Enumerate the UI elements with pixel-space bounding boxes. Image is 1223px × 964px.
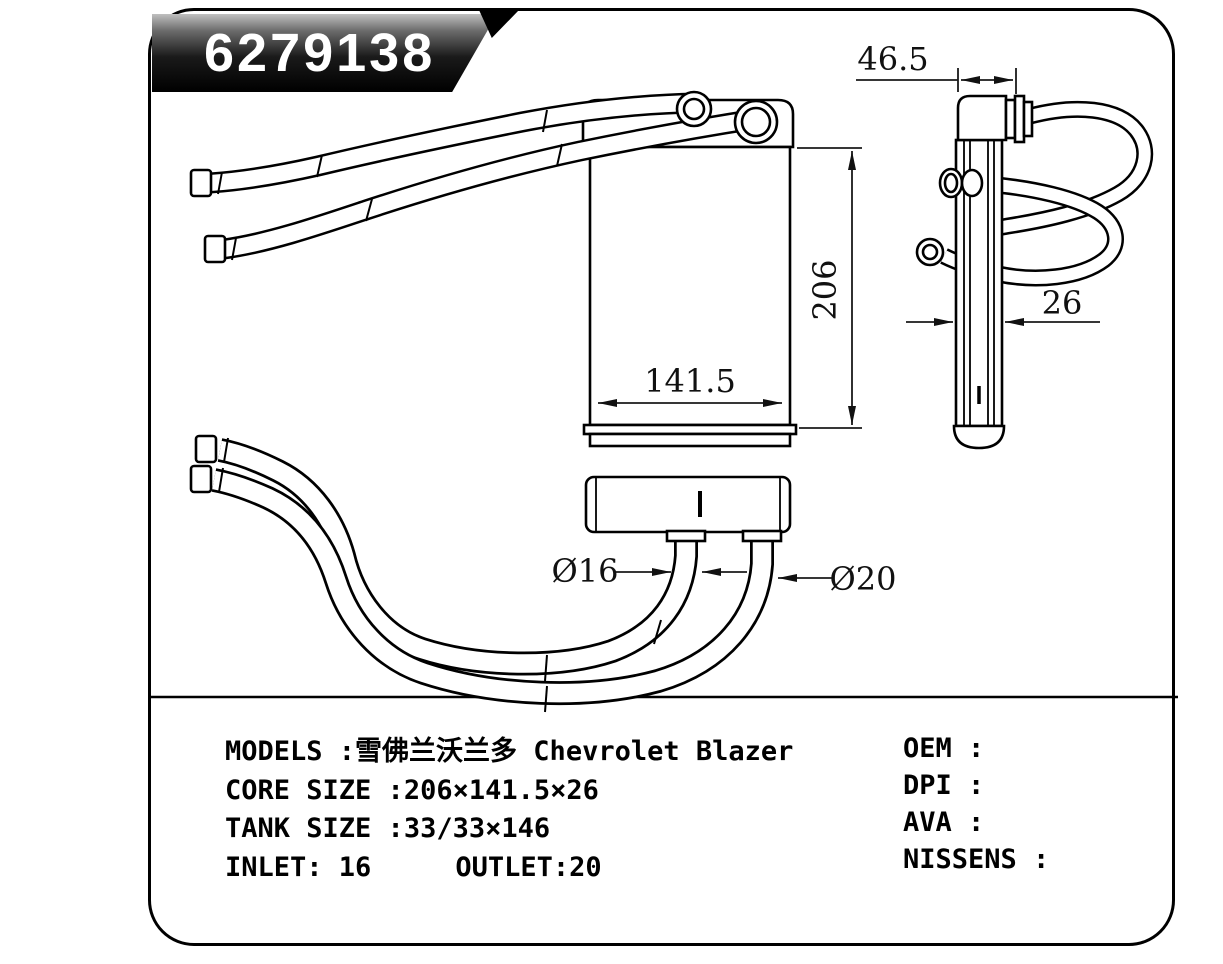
spec-row-inlet-outlet: INLET: 16 OUTLET:20 (225, 849, 793, 888)
pipe-end-cap (189, 464, 213, 494)
part-number: 6279138 (204, 23, 436, 83)
spec-value: 206×141.5×26 (403, 774, 599, 806)
spec-row-dpi: DPI : (903, 767, 1049, 804)
dimension-core-height: 206 (797, 147, 862, 429)
dimension-core-depth: 26 (906, 284, 1100, 326)
spec-label: OEM : (903, 733, 985, 764)
spec-row-models: MODELS :雪佛兰沃兰多 Chevrolet Blazer (225, 733, 793, 772)
spec-label: TANK SIZE : (225, 813, 404, 844)
spec-row-oem: OEM : (903, 730, 1049, 767)
spec-label: AVA : (903, 807, 985, 838)
bottom-view-drawing (189, 434, 792, 713)
pipe-end-cap (203, 234, 227, 264)
dimension-label-core-height: 206 (806, 259, 844, 320)
spec-row-tank-size: TANK SIZE :33/33×146 (225, 810, 793, 849)
dimension-side-top-width: 46.5 (856, 40, 1017, 94)
dimension-inlet-diameter: Ø16 (552, 552, 747, 590)
spec-row-core-size: CORE SIZE :206×141.5×26 (225, 772, 793, 811)
spec-table-right: OEM : DPI : AVA : NISSENS : (903, 730, 1049, 878)
dimension-label-side-top-width: 46.5 (857, 40, 928, 78)
dimension-label-inlet-diameter: Ø16 (552, 552, 619, 590)
dimension-core-width: 141.5 (598, 362, 782, 407)
side-view-drawing (915, 94, 1154, 450)
spec-label: CORE SIZE : (225, 774, 404, 806)
spec-table-left: MODELS :雪佛兰沃兰多 Chevrolet Blazer CORE SIZ… (225, 733, 793, 887)
spec-value: 33/33×146 (403, 813, 551, 844)
pipe-end-cap (189, 168, 213, 198)
dimension-label-core-depth: 26 (1042, 284, 1083, 322)
spec-outlet: OUTLET:20 (455, 851, 602, 883)
dimension-outlet-diameter: Ø20 (778, 560, 896, 598)
spec-label: MODELS : (225, 736, 356, 767)
pipe-end-cap (194, 434, 218, 464)
spec-label: DPI : (903, 770, 985, 801)
front-view-drawing (189, 90, 798, 448)
spec-row-nissens: NISSENS : (903, 841, 1049, 878)
part-number-banner: 6279138 (152, 14, 497, 92)
spec-label: NISSENS : (903, 844, 1050, 875)
spec-row-ava: AVA : (903, 804, 1049, 841)
spec-inlet: INLET: 16 (225, 851, 372, 883)
dimension-label-core-width: 141.5 (644, 362, 736, 400)
dimension-label-outlet-diameter: Ø20 (830, 560, 897, 598)
spec-value: 雪佛兰沃兰多 Chevrolet Blazer (355, 736, 794, 767)
